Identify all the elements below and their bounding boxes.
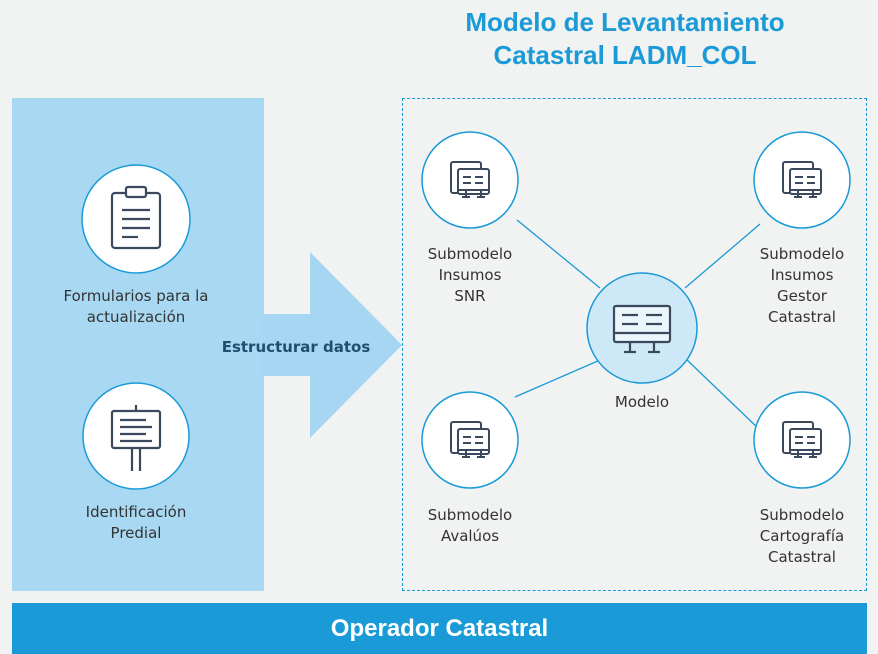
arrow-label: Estructurar datos: [221, 338, 371, 356]
diagram-title: Modelo de Levantamiento Catastral LADM_C…: [420, 6, 830, 72]
submodelo-snr-label: Submodelo Insumos SNR: [427, 245, 513, 305]
submodelo-avaluos-label: Submodelo Avalúos: [427, 506, 513, 545]
modelo-node: [586, 272, 698, 384]
clipboard-icon: [110, 185, 162, 250]
submodelo-cartografia-node: [753, 391, 851, 489]
structure-data-arrow: [262, 252, 402, 438]
submodelo-avaluos-node: [421, 391, 519, 489]
title-line-1: Modelo de Levantamiento: [465, 7, 785, 37]
identificacion-label: Identificación Predial: [85, 503, 187, 542]
data-table-icon: [612, 304, 672, 354]
submodelo-gestor-label: Submodelo Insumos Gestor Catastral: [759, 245, 845, 326]
identificacion-node: [82, 382, 190, 490]
model-boundary-box: [402, 98, 867, 591]
submodelo-gestor-node: [753, 131, 851, 229]
title-line-2: Catastral LADM_COL: [493, 40, 757, 70]
formularios-node: [81, 164, 191, 274]
submodelo-snr-node: [421, 131, 519, 229]
signpost-icon: [110, 405, 162, 471]
footer-banner: Operador Catastral: [12, 603, 867, 654]
formularios-label: Formularios para la actualización: [63, 287, 209, 326]
modelo-label: Modelo: [614, 393, 670, 411]
connector-gestor: [684, 223, 761, 289]
connector-snr: [516, 219, 601, 289]
connector-cartografia: [684, 357, 761, 431]
connector-avaluos: [514, 359, 601, 398]
submodelo-cartografia-label: Submodelo Cartografía Catastral: [759, 506, 845, 566]
